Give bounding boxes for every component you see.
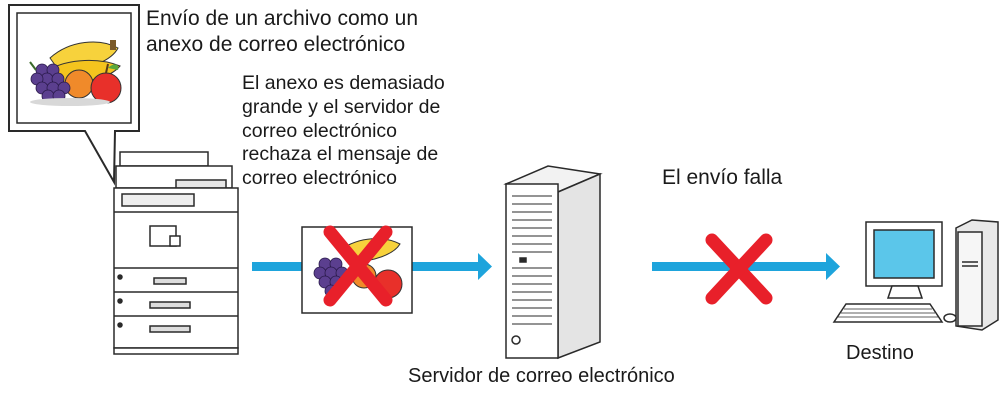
- failure-label: El envío falla: [662, 166, 783, 189]
- x-mark-icon: [705, 233, 773, 305]
- scenario-title-line-1: Envío de un archivo como un: [146, 7, 418, 30]
- server-label: Servidor de correo electrónico: [408, 365, 675, 387]
- rejection-reason-line: grande y el servidor de: [242, 95, 441, 118]
- desktop-computer-icon: [832, 219, 999, 331]
- server-tower-icon: [503, 165, 603, 360]
- fruit-image-icon: [29, 40, 122, 106]
- rejection-reason-line: rechaza el mensaje de: [242, 143, 439, 166]
- scenario-title: Envío de un archivo como un anexo de cor…: [146, 6, 418, 59]
- rejection-reason-line: correo electrónico: [242, 167, 397, 190]
- rejection-reason: El anexo es demasiado grande y el servid…: [242, 72, 445, 191]
- destination-label: Destino: [846, 342, 914, 364]
- rejection-reason-line: El anexo es demasiado: [242, 72, 445, 94]
- x-mark-icon: [323, 225, 393, 307]
- rejection-reason-line: correo electrónico: [242, 119, 397, 142]
- scenario-title-line-2: anexo de correo electrónico: [146, 33, 406, 57]
- multifunction-printer-icon: [113, 151, 239, 355]
